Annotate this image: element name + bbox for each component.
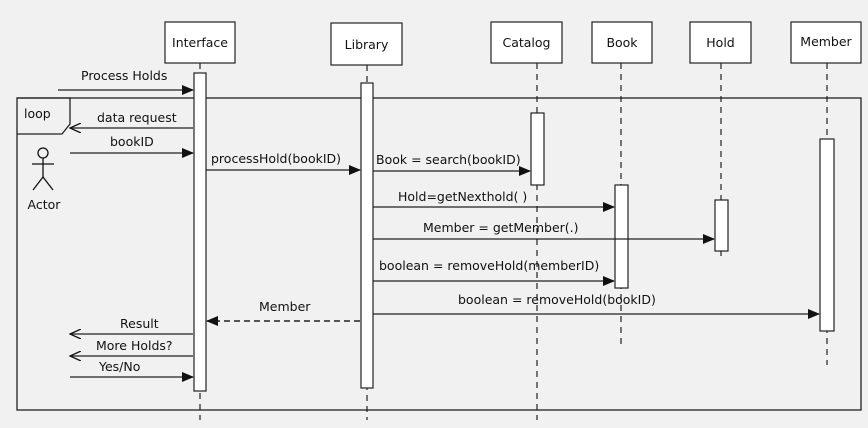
activation-interface: [193, 72, 207, 392]
actor-icon: [32, 147, 54, 191]
message-search-label: Book = search(bookID): [376, 152, 521, 167]
activation-member: [819, 138, 835, 332]
message-bookid-label: bookID: [110, 134, 154, 149]
participant-book-label: Book: [606, 35, 638, 50]
message-more-holds-label: More Holds?: [96, 338, 173, 353]
message-yes-no-label: Yes/No: [98, 359, 140, 374]
message-process-hold-label: processHold(bookID): [211, 151, 341, 166]
participant-book: Book: [591, 21, 653, 64]
activation-library: [360, 82, 374, 389]
participant-member: Member: [790, 21, 862, 64]
participant-hold: Hold: [689, 21, 752, 64]
loop-label: loop: [24, 106, 51, 121]
participant-interface: Interface: [164, 21, 236, 64]
message-get-next-hold-label: Hold=getNexthold( ): [398, 189, 527, 204]
message-get-member-label: Member = getMember(.): [423, 220, 579, 235]
participant-library-label: Library: [345, 37, 389, 52]
activation-book: [614, 184, 629, 289]
participant-interface-label: Interface: [172, 35, 228, 50]
message-data-request-label: data request: [97, 110, 177, 125]
message-process-holds-label: Process Holds: [81, 68, 167, 83]
loop-frame: [16, 97, 862, 411]
activation-hold: [714, 199, 729, 252]
participant-library: Library: [330, 22, 403, 66]
participant-hold-label: Hold: [706, 35, 734, 50]
activation-catalog: [530, 112, 545, 186]
message-member-return-label: Member: [259, 299, 311, 314]
participant-member-label: Member: [800, 34, 852, 49]
message-remove-hold-book-label: boolean = removeHold(bookID): [458, 292, 656, 307]
message-result-label: Result: [120, 316, 159, 331]
message-remove-hold-member-label: boolean = removeHold(memberID): [379, 258, 599, 273]
participant-catalog-label: Catalog: [502, 35, 550, 50]
participant-catalog: Catalog: [490, 21, 563, 64]
actor-label: Actor: [28, 197, 62, 212]
